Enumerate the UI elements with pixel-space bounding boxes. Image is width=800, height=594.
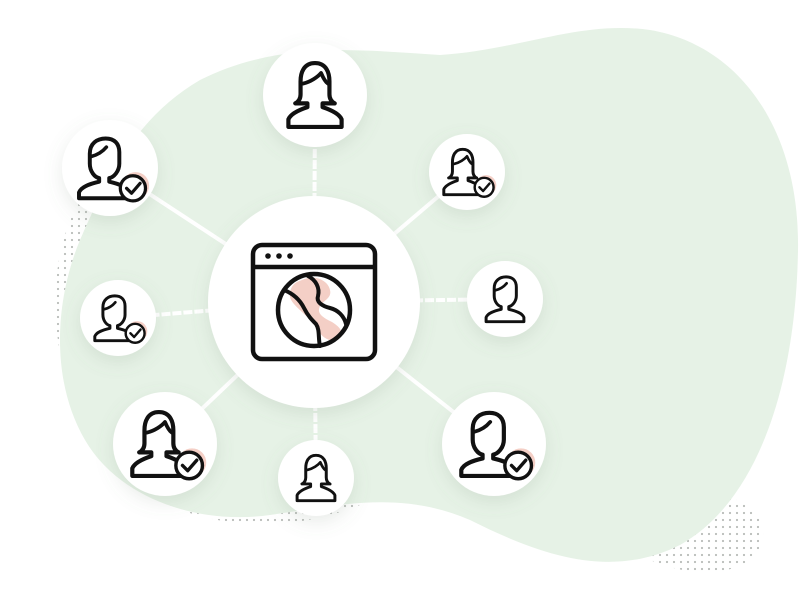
user-node-top <box>263 43 367 147</box>
connector-left <box>151 308 215 318</box>
user-node-right <box>467 261 543 337</box>
connector-lower-left <box>198 369 244 413</box>
user-node-left <box>80 280 156 356</box>
connector-upper-left <box>145 190 232 249</box>
user-node-upper-right <box>429 134 505 210</box>
user-node-lower-left <box>113 392 217 496</box>
connector-right <box>413 297 472 303</box>
browser-globe-icon <box>250 242 378 362</box>
user-node-lower-right <box>442 392 546 496</box>
background-blob <box>60 27 799 562</box>
connector-upper-right <box>388 192 443 239</box>
user-node-bottom <box>278 440 354 516</box>
connector-lower-right <box>391 362 458 416</box>
user-node-upper-left <box>62 120 158 216</box>
